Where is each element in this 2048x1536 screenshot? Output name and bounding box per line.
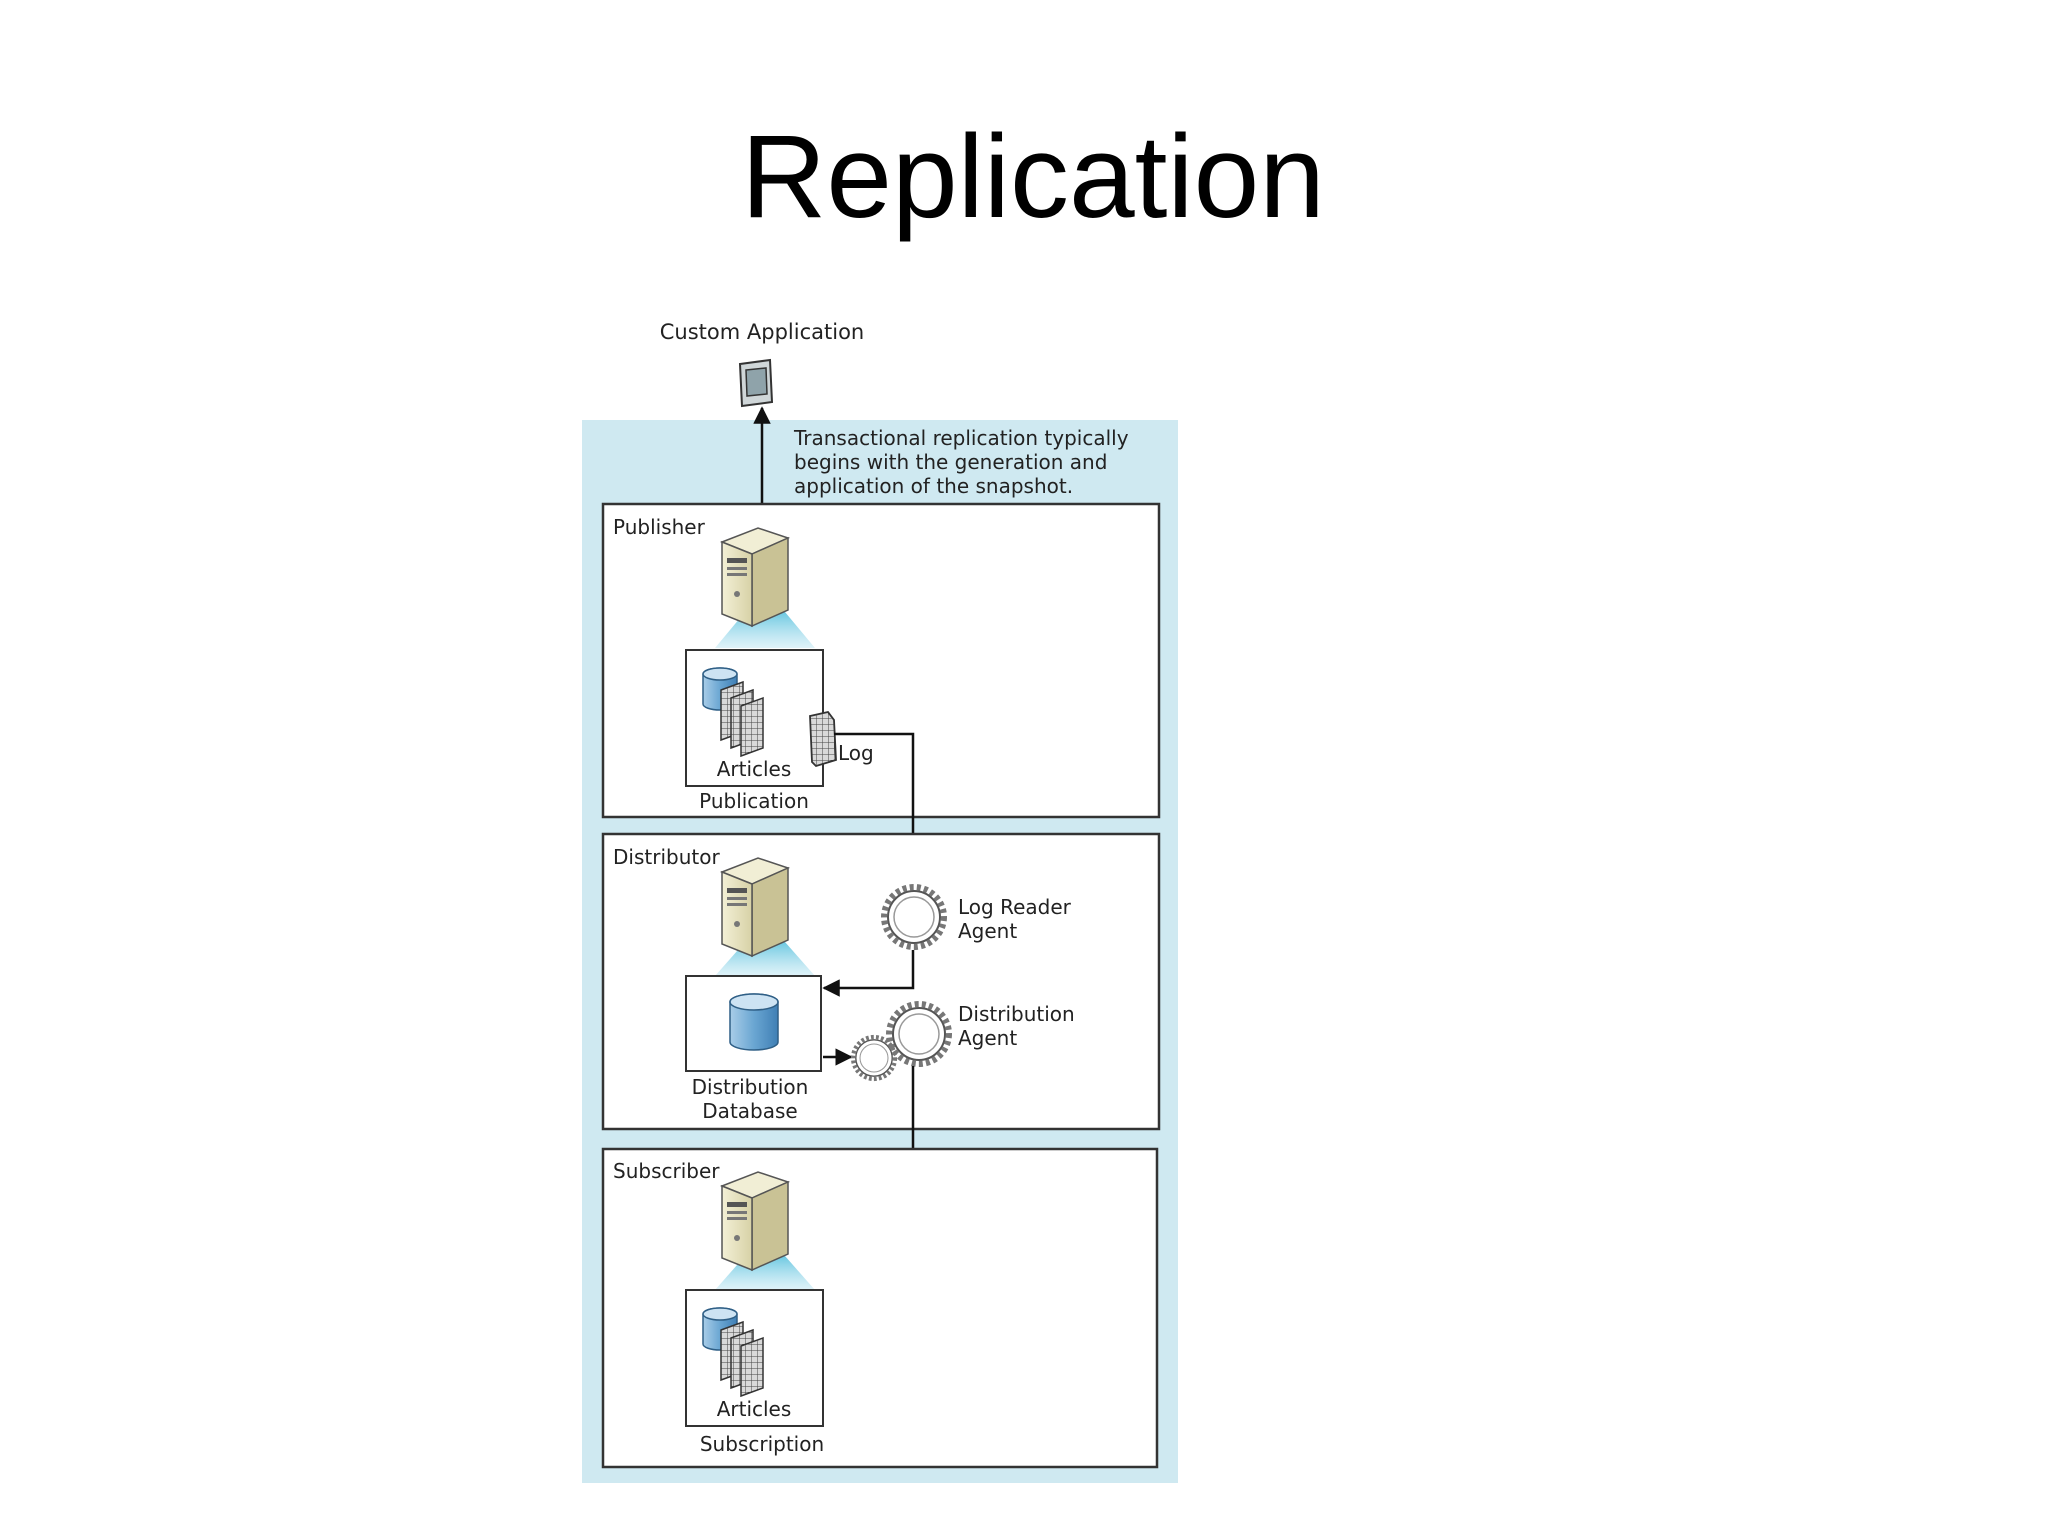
log-file-icon bbox=[809, 710, 837, 768]
distribution-database-icon bbox=[729, 993, 779, 1051]
subscriber-server-icon bbox=[721, 1171, 789, 1271]
subscription-label: Subscription bbox=[700, 1432, 824, 1456]
distribution-agent-label-line-2: Agent bbox=[958, 1026, 1017, 1050]
publication-label: Publication bbox=[699, 789, 809, 813]
snapshot-note-line-2: begins with the generation and bbox=[794, 450, 1107, 474]
snapshot-note-line-3: application of the snapshot. bbox=[794, 474, 1073, 498]
publisher-label: Publisher bbox=[613, 515, 706, 539]
subscriber-label: Subscriber bbox=[613, 1159, 720, 1183]
custom-application-label: Custom Application bbox=[660, 320, 864, 344]
distributor-server-icon bbox=[721, 857, 789, 957]
log-reader-agent-label-line-1: Log Reader bbox=[958, 895, 1072, 919]
distributor-label: Distributor bbox=[613, 845, 720, 869]
application-monitor-icon bbox=[738, 358, 774, 408]
log-reader-agent-label-line-2: Agent bbox=[958, 919, 1017, 943]
publisher-server-icon bbox=[721, 527, 789, 627]
distribution-database-label-line-2: Database bbox=[702, 1099, 797, 1123]
distribution-agent-label-line-1: Distribution bbox=[958, 1002, 1075, 1026]
snapshot-note-line-1: Transactional replication typically bbox=[793, 426, 1129, 450]
slide-title: Replication bbox=[741, 111, 1325, 243]
subscriber-articles-label: Articles bbox=[717, 1397, 792, 1421]
log-reader-to-distribution-db-arrow bbox=[822, 950, 915, 997]
distribution-database-label-line-1: Distribution bbox=[692, 1075, 809, 1099]
publisher-articles-label: Articles bbox=[717, 757, 792, 781]
log-label: Log bbox=[838, 741, 874, 765]
